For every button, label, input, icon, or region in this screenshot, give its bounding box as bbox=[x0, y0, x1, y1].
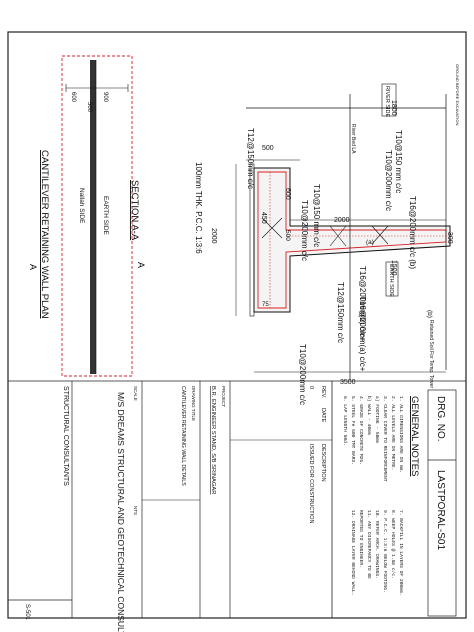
dim-600: 600 bbox=[284, 188, 291, 200]
dim-2000-horizontal: 2000 bbox=[334, 217, 350, 224]
note-line: 10. REFER ARCH. DRAWINGS. bbox=[374, 510, 380, 579]
pcc-layer bbox=[249, 163, 255, 317]
note-line: 7. BACKFILL IN LAYERS OF 200mm. bbox=[398, 510, 404, 595]
drawing-title: CANTILEVER RETAINING WALL DETAILS bbox=[180, 386, 186, 486]
rev-row-description: ISSUED FOR CONSTRUCTION bbox=[308, 444, 314, 523]
retained-soil-label: Retained Soil For Temp. Tower bbox=[428, 320, 434, 389]
scale-block: SCALE NTS bbox=[133, 386, 138, 515]
plan-earth-side: EARTH SIDE bbox=[102, 196, 109, 236]
wall-plan: 600 900 500 EARTH SIDE Nallah SIDE CANTI… bbox=[28, 55, 146, 377]
dim-2000-vertical: 2000 bbox=[210, 228, 217, 244]
consultant-block: M/S DREAMS STRUCTURAL AND GEOTECHNICAL C… bbox=[116, 392, 126, 632]
rev-row-no: 0 bbox=[308, 386, 314, 389]
dim-3500: 3500 bbox=[340, 379, 356, 386]
sheet-no: S-501 bbox=[24, 604, 30, 621]
project-name: B.R. ENGINEER STAND, S/B SRINAGAR bbox=[210, 386, 216, 494]
dim-300: 300 bbox=[446, 232, 453, 244]
consultant-label-block: STRUCTURAL CONSULTANTS bbox=[62, 386, 69, 486]
river-side-label: RIVER SIDE bbox=[384, 86, 390, 118]
note-line: a) FOOTING - 50mm bbox=[374, 396, 380, 443]
note-line: 11. ANY DISCREPANCY TO BE bbox=[366, 510, 372, 579]
note-line: b) WALL - 40mm bbox=[366, 396, 372, 435]
plan-title: CANTILEVER RETAINING WALL PLAN bbox=[39, 150, 50, 319]
drawing-no: LASTPORAL-S01 bbox=[435, 470, 446, 550]
rev-col-rev: REV. bbox=[320, 386, 326, 399]
scale-label: SCALE bbox=[133, 386, 138, 401]
dim-1800: 1800 bbox=[390, 100, 397, 116]
consultant-name: M/S DREAMS STRUCTURAL AND GEOTECHNICAL C… bbox=[116, 392, 126, 632]
top-note: GROUND BEFORE EXCAVATION bbox=[455, 64, 460, 125]
plan-nallah-side: Nallah SIDE bbox=[78, 188, 85, 224]
earth-side-box bbox=[385, 261, 399, 297]
bar-label: T12@150mm c/c bbox=[246, 128, 255, 189]
note-line: 12. DRAINAGE LAYER BEHIND WALL. bbox=[350, 510, 356, 595]
scale-value: NTS bbox=[133, 506, 138, 515]
plan-wall-stem bbox=[90, 60, 96, 374]
general-notes: DRG. NO. LASTPORAL-S01 GENERAL NOTES 1. … bbox=[342, 389, 457, 617]
project-label: PROJECT bbox=[221, 386, 226, 407]
bar-label: T10@200mm c/c bbox=[298, 344, 307, 405]
section-title: SECTION A-A bbox=[129, 180, 140, 241]
bar-label: T10@200mm c/c bbox=[300, 200, 309, 261]
mark-b: (b) bbox=[426, 310, 433, 318]
note-line: 9. P.C.C. 1:3:6 BELOW FOOTING. bbox=[382, 510, 388, 593]
note-line: 3. CLEAR COVER TO REINFORCEMENT bbox=[382, 396, 388, 482]
river-side-box bbox=[381, 83, 397, 117]
revision-table: REV. DATE DESCRIPTION 0 ISSUED FOR CONST… bbox=[308, 386, 326, 523]
drawing-title-label: DRAWING TITLE bbox=[191, 386, 196, 421]
pcc-label: 100mm THK. P.C.C. 1:3:6 bbox=[194, 162, 203, 254]
bar-label: T12@150mm c/c bbox=[336, 282, 345, 343]
bar-label: T16@200mm c/c (b) bbox=[408, 196, 417, 269]
plan-dim-wall: 500 bbox=[86, 102, 92, 113]
mark-a: (a) bbox=[366, 239, 374, 246]
plan-dim-left: 600 bbox=[70, 92, 76, 103]
note-line: 1. ALL DIMENSIONS ARE IN mm. bbox=[398, 396, 404, 473]
drawing-no-box bbox=[427, 389, 457, 617]
consultant-label: STRUCTURAL CONSULTANTS bbox=[62, 386, 69, 486]
dim-1500: 1500 bbox=[390, 260, 397, 276]
note-line: 8. WEEP HOLES @ 1.5m c/c. bbox=[390, 510, 396, 579]
bar-label: T10@150 mm c/c bbox=[312, 184, 321, 247]
plan-marker-bottom: A bbox=[28, 264, 38, 270]
dim-500b: 500 bbox=[284, 230, 291, 241]
drawing-title-block: DRAWING TITLE CANTILEVER RETAINING WALL … bbox=[180, 386, 196, 486]
bar-label: T10@150 mm c/c bbox=[394, 130, 403, 193]
sheet-border bbox=[7, 31, 467, 619]
rev-col-date: DATE bbox=[320, 408, 326, 423]
section-earth-side: EARTH SIDE bbox=[388, 264, 394, 297]
river-bed-label: River Bed LA bbox=[350, 124, 356, 154]
wall-concrete-outline bbox=[253, 167, 451, 313]
bar-label: T16@200mm(a) c/c+ bbox=[358, 296, 367, 372]
note-line: 5. STEEL Fe 500 TMT BARS. bbox=[350, 396, 356, 465]
project-block: PROJECT B.R. ENGINEER STAND, S/B SRINAGA… bbox=[210, 386, 226, 494]
note-line: REPORTED TO ENGINEER. bbox=[358, 510, 364, 568]
note-line: 6. LAP LENGTH 50d. bbox=[342, 396, 348, 446]
plan-marker-right: A bbox=[136, 262, 146, 268]
drawing-no-label: DRG. NO. bbox=[435, 396, 446, 442]
plan-dim-right: 900 bbox=[102, 92, 108, 103]
bar-label: T10@200mm c/c bbox=[384, 150, 393, 211]
bar-label: T16@200mm(b) c/c+ bbox=[358, 266, 367, 342]
note-line: 4. GRADE OF CONCRETE M25. bbox=[358, 396, 364, 465]
rev-col-description: DESCRIPTION bbox=[320, 444, 326, 482]
dim-500: 500 bbox=[262, 145, 274, 152]
dim-75: 75 bbox=[262, 302, 269, 308]
plan-outline bbox=[61, 55, 133, 377]
sheet-no-block: S-501 bbox=[24, 604, 30, 621]
notes-heading: GENERAL NOTES bbox=[409, 396, 420, 476]
note-line: 2. ALL LEVELS ARE IN METRE. bbox=[390, 396, 396, 470]
dim-450: 450 bbox=[260, 212, 267, 224]
